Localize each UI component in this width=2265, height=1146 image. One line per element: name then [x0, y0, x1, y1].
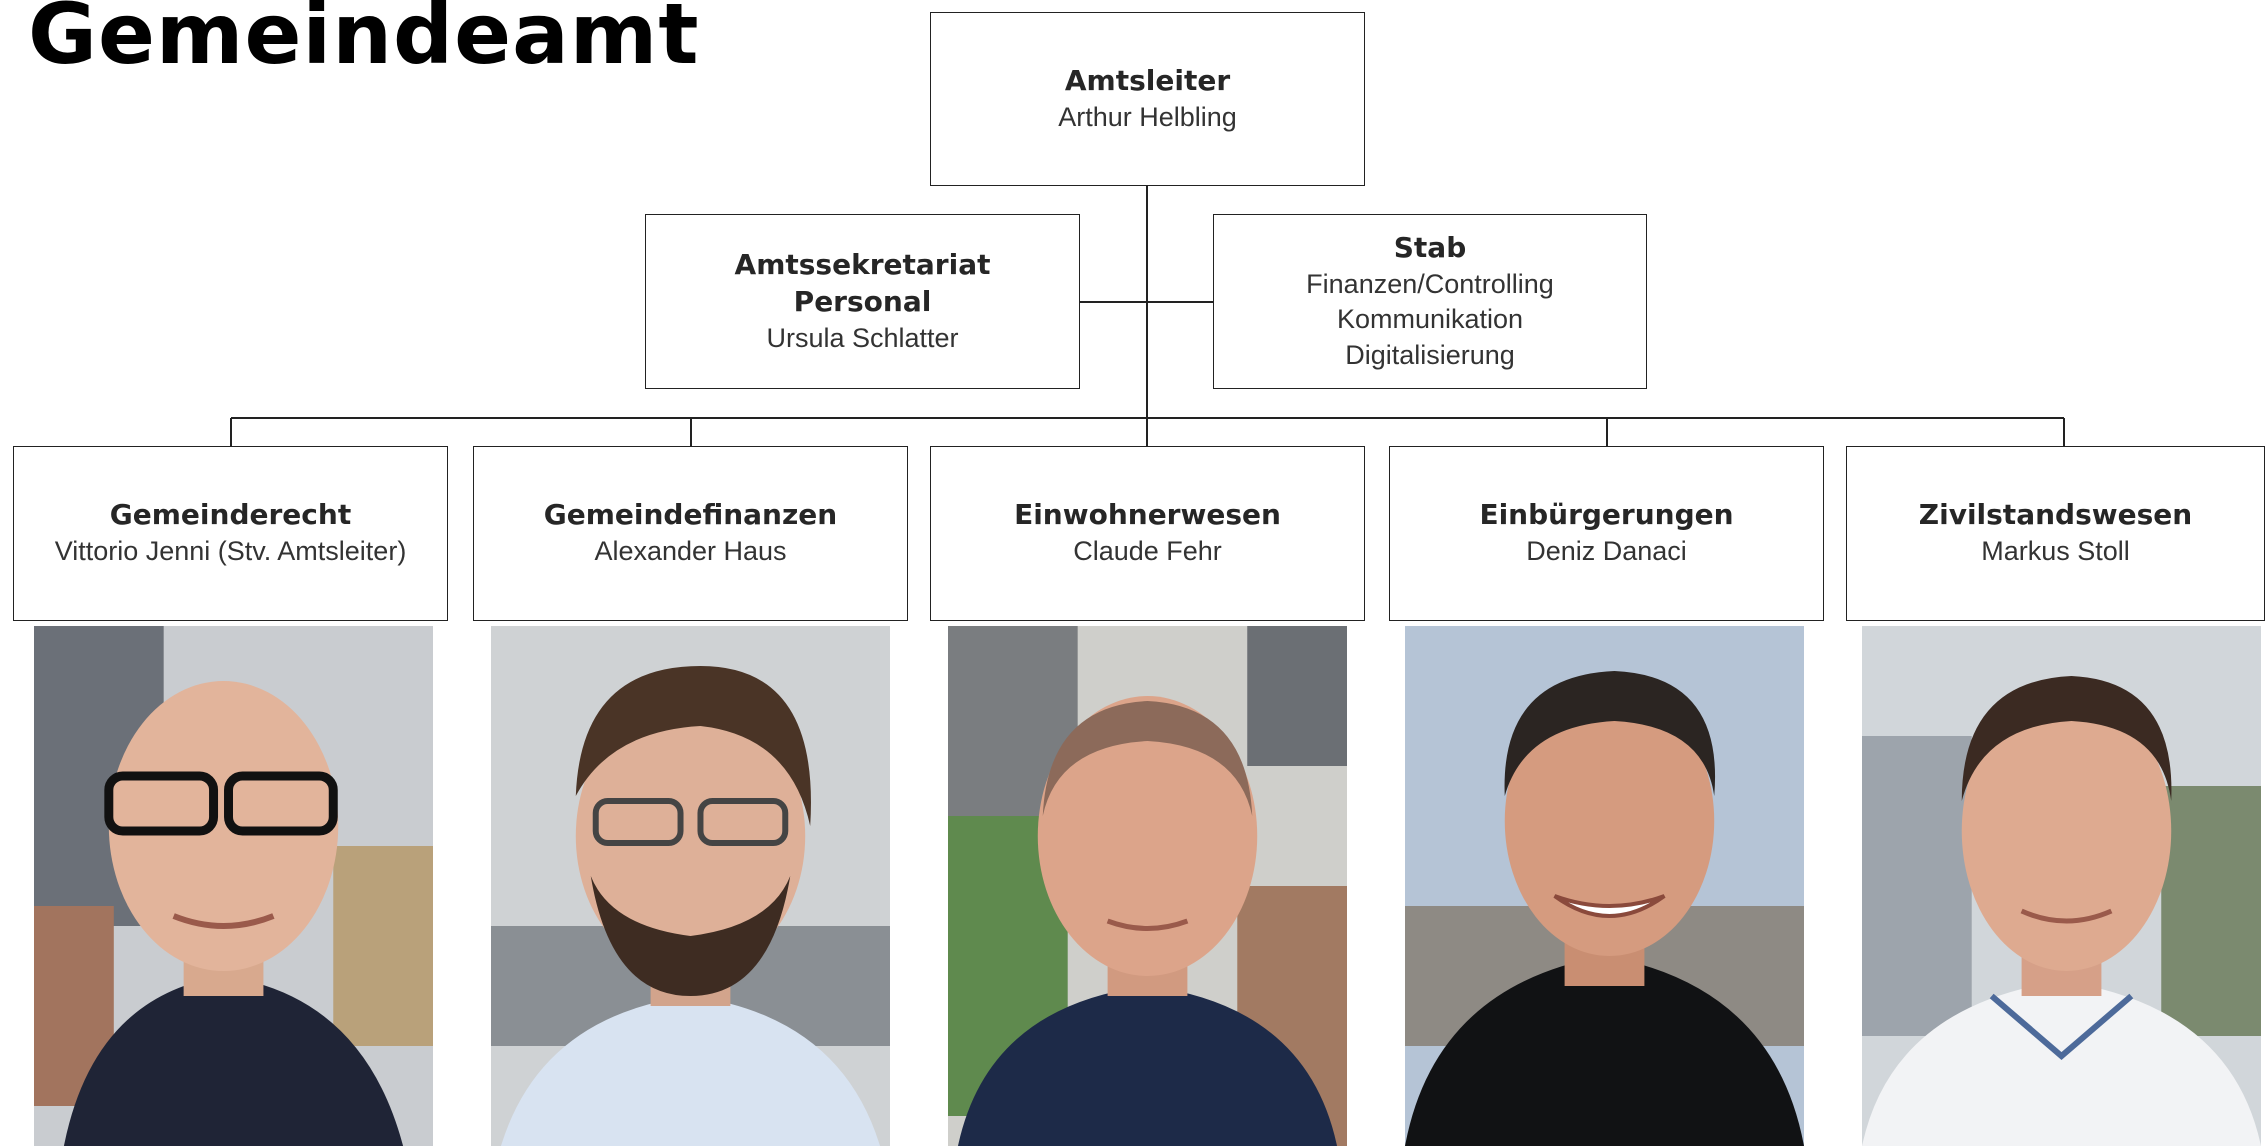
- org-box-gemeindefinanzen: Gemeindefinanzen Alexander Haus: [473, 446, 908, 621]
- role-label: Amtssekretariat: [734, 248, 991, 281]
- person-name: Vittorio Jenni (Stv. Amtsleiter): [54, 536, 407, 567]
- portrait-photo: [491, 626, 890, 1146]
- person-name: Deniz Danaci: [1526, 536, 1687, 567]
- org-box-amtssekretariat: Amtssekretariat Personal Ursula Schlatte…: [645, 214, 1080, 389]
- org-box-gemeinderecht: Gemeinderecht Vittorio Jenni (Stv. Amtsl…: [13, 446, 448, 621]
- page-title: Gemeindeamt: [28, 0, 700, 83]
- role-label: Gemeindefinanzen: [543, 498, 838, 532]
- org-box-amtsleiter: Amtsleiter Arthur Helbling: [930, 12, 1365, 186]
- org-box-zivilstandswesen: Zivilstandswesen Markus Stoll: [1846, 446, 2265, 621]
- person-name: Arthur Helbling: [1058, 101, 1237, 132]
- role-label: Einwohnerwesen: [1014, 498, 1281, 532]
- portrait-photo: [1405, 626, 1804, 1146]
- person-name: Alexander Haus: [594, 536, 787, 567]
- person-name: Markus Stoll: [1981, 536, 2130, 567]
- portrait-photo: [948, 626, 1347, 1146]
- role-label: Stab: [1393, 231, 1467, 265]
- portrait-photo: [1862, 626, 2261, 1146]
- portrait-photo: [34, 626, 433, 1146]
- person-name: Ursula Schlatter: [766, 322, 959, 353]
- role-label: Amtsleiter: [1064, 63, 1231, 97]
- role-label: Einbürgerungen: [1479, 498, 1734, 532]
- stab-item: Finanzen/Controlling: [1306, 269, 1554, 300]
- org-box-stab: Stab Finanzen/Controlling Kommunikation …: [1213, 214, 1647, 389]
- stab-item: Digitalisierung: [1345, 339, 1515, 370]
- person-name: Claude Fehr: [1073, 536, 1222, 567]
- stab-item: Kommunikation: [1336, 304, 1524, 335]
- role-label: Gemeinderecht: [109, 498, 352, 532]
- org-box-einwohnerwesen: Einwohnerwesen Claude Fehr: [930, 446, 1365, 621]
- org-box-einbuergerungen: Einbürgerungen Deniz Danaci: [1389, 446, 1824, 621]
- role-label-sub: Personal: [793, 284, 932, 318]
- role-label: Zivilstandswesen: [1918, 498, 2193, 532]
